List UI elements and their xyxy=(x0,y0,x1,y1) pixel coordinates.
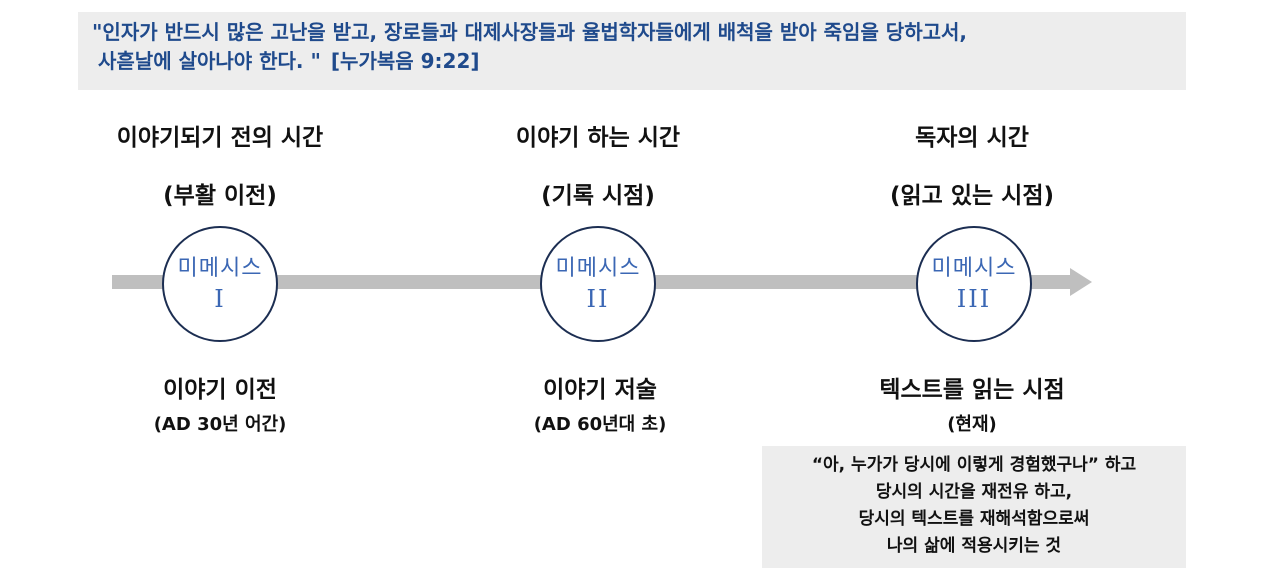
column-3-subheading: (읽고 있는 시점) xyxy=(890,183,1054,209)
mimesis-2-number: II xyxy=(586,285,610,313)
column-3-label-group: 텍스트를 읽는 시점 (현재) xyxy=(822,370,1122,436)
column-2-label: 이야기 저술 xyxy=(543,377,657,403)
mimesis-1-number: I xyxy=(214,285,226,313)
column-2-heading: 이야기 하는 시간 xyxy=(515,125,681,151)
column-3-heading-group: 독자의 시간 (읽고 있는 시점) xyxy=(822,118,1122,210)
column-3-sublabel: (현재) xyxy=(947,414,997,435)
column-1-subheading: (부활 이전) xyxy=(163,183,277,209)
description-line-3: 당시의 텍스트를 재해석함으로써 xyxy=(858,509,1090,529)
column-1-heading-group: 이야기되기 전의 시간 (부활 이전) xyxy=(70,118,370,210)
mimesis-2-name: 미메시스 xyxy=(555,256,641,281)
mimesis-1-name: 미메시스 xyxy=(177,256,263,281)
quote-line-1: "인자가 반드시 많은 고난을 받고, 장로들과 대제사장들과 율법학자들에게 … xyxy=(92,20,968,44)
quote-line-2-text: 사흗날에 살아나야 한다. " xyxy=(98,49,321,73)
column-2-label-group: 이야기 저술 (AD 60년대 초) xyxy=(450,370,750,436)
timeline-arrowhead xyxy=(1070,268,1092,296)
mimesis-3-number: III xyxy=(956,285,992,313)
description-line-2: 당시의 시간을 재전유 하고, xyxy=(875,482,1073,502)
column-1-sublabel: (AD 30년 어간) xyxy=(153,414,287,435)
mimesis-3-name: 미메시스 xyxy=(931,256,1017,281)
quote-line-2: 사흗날에 살아나야 한다. " [누가복음 9:22] xyxy=(92,47,1172,76)
column-2-sublabel: (AD 60년대 초) xyxy=(533,414,667,435)
column-3-label: 텍스트를 읽는 시점 xyxy=(879,377,1065,403)
quote-reference: [누가복음 9:22] xyxy=(330,49,480,73)
column-2-subheading: (기록 시점) xyxy=(541,183,655,209)
column-1-label-group: 이야기 이전 (AD 30년 어간) xyxy=(70,370,370,436)
reader-application-box: “아, 누가가 당시에 이렇게 경험했구나” 하고 당시의 시간을 재전유 하고… xyxy=(762,446,1186,568)
column-3-heading: 독자의 시간 xyxy=(915,125,1029,151)
column-2-heading-group: 이야기 하는 시간 (기록 시점) xyxy=(448,118,748,210)
column-1-label: 이야기 이전 xyxy=(163,377,277,403)
column-1-heading: 이야기되기 전의 시간 xyxy=(116,125,324,151)
scripture-quote-box: "인자가 반드시 많은 고난을 받고, 장로들과 대제사장들과 율법학자들에게 … xyxy=(78,12,1186,90)
mimesis-1-circle: 미메시스 I xyxy=(162,226,278,342)
mimesis-2-circle: 미메시스 II xyxy=(540,226,656,342)
description-line-1: “아, 누가가 당시에 이렇게 경험했구나” 하고 xyxy=(811,455,1137,475)
mimesis-3-circle: 미메시스 III xyxy=(916,226,1032,342)
description-line-4: 나의 삶에 적용시키는 것 xyxy=(886,536,1062,556)
